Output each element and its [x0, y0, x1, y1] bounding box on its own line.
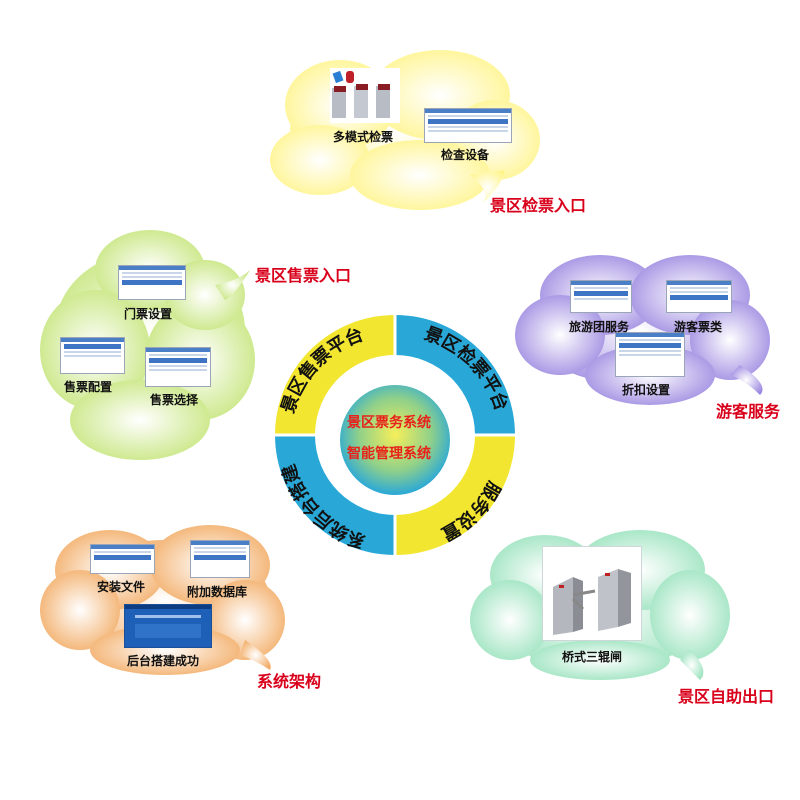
ring-segment-backend [275, 435, 395, 555]
backend-success-screenshot [124, 604, 212, 648]
caption-install-files: 安装文件 [97, 580, 146, 594]
sales-config-screenshot [60, 337, 125, 374]
title-system-architecture: 系统架构 [257, 672, 322, 691]
caption-attach-db: 附加数据库 [187, 585, 248, 599]
caption-multi-mode-check: 多模式检票 [333, 130, 394, 144]
ring-segment-service [395, 435, 515, 555]
tourist-ticket-screenshot [666, 280, 732, 313]
caption-tour-group: 旅游团服务 [569, 320, 630, 334]
discount-screenshot [615, 332, 685, 377]
ring-segment-check [395, 315, 515, 435]
title-self-service-exit: 景区自助出口 [678, 687, 775, 706]
caption-tripod-turnstile: 桥式三辊闸 [562, 650, 623, 664]
caption-tourist-ticket: 游客票类 [674, 320, 723, 334]
ticket-settings-screenshot [118, 265, 186, 300]
caption-sales-config: 售票配置 [64, 380, 113, 394]
title-ticket-sales-entrance: 景区售票入口 [255, 266, 352, 285]
ring-segment-sales [275, 315, 395, 435]
title-ticket-check-entrance: 景区检票入口 [490, 196, 587, 215]
install-files-screenshot [90, 544, 155, 574]
caption-backend-success: 后台搭建成功 [127, 654, 200, 668]
attach-db-screenshot [190, 540, 250, 578]
tripod-turnstile-image [542, 546, 642, 641]
title-tourist-service: 游客服务 [716, 402, 781, 421]
sales-select-screenshot [145, 347, 211, 387]
tour-group-screenshot [570, 280, 632, 313]
center-title-line1: 景区票务系统 [347, 415, 431, 431]
center-ring-diagram: 景区售票平台 景区检票平台 服务设置 系统后台搭建 [270, 310, 520, 560]
caption-ticket-settings: 门票设置 [124, 307, 173, 321]
center-title-line2: 智能管理系统 [347, 446, 431, 462]
center-hub [340, 385, 450, 495]
caption-discount: 折扣设置 [622, 383, 671, 397]
caption-inspection-device: 检查设备 [441, 148, 490, 162]
turnstile-image [330, 68, 400, 123]
inspection-screenshot [424, 108, 512, 143]
caption-sales-select: 售票选择 [150, 393, 199, 407]
